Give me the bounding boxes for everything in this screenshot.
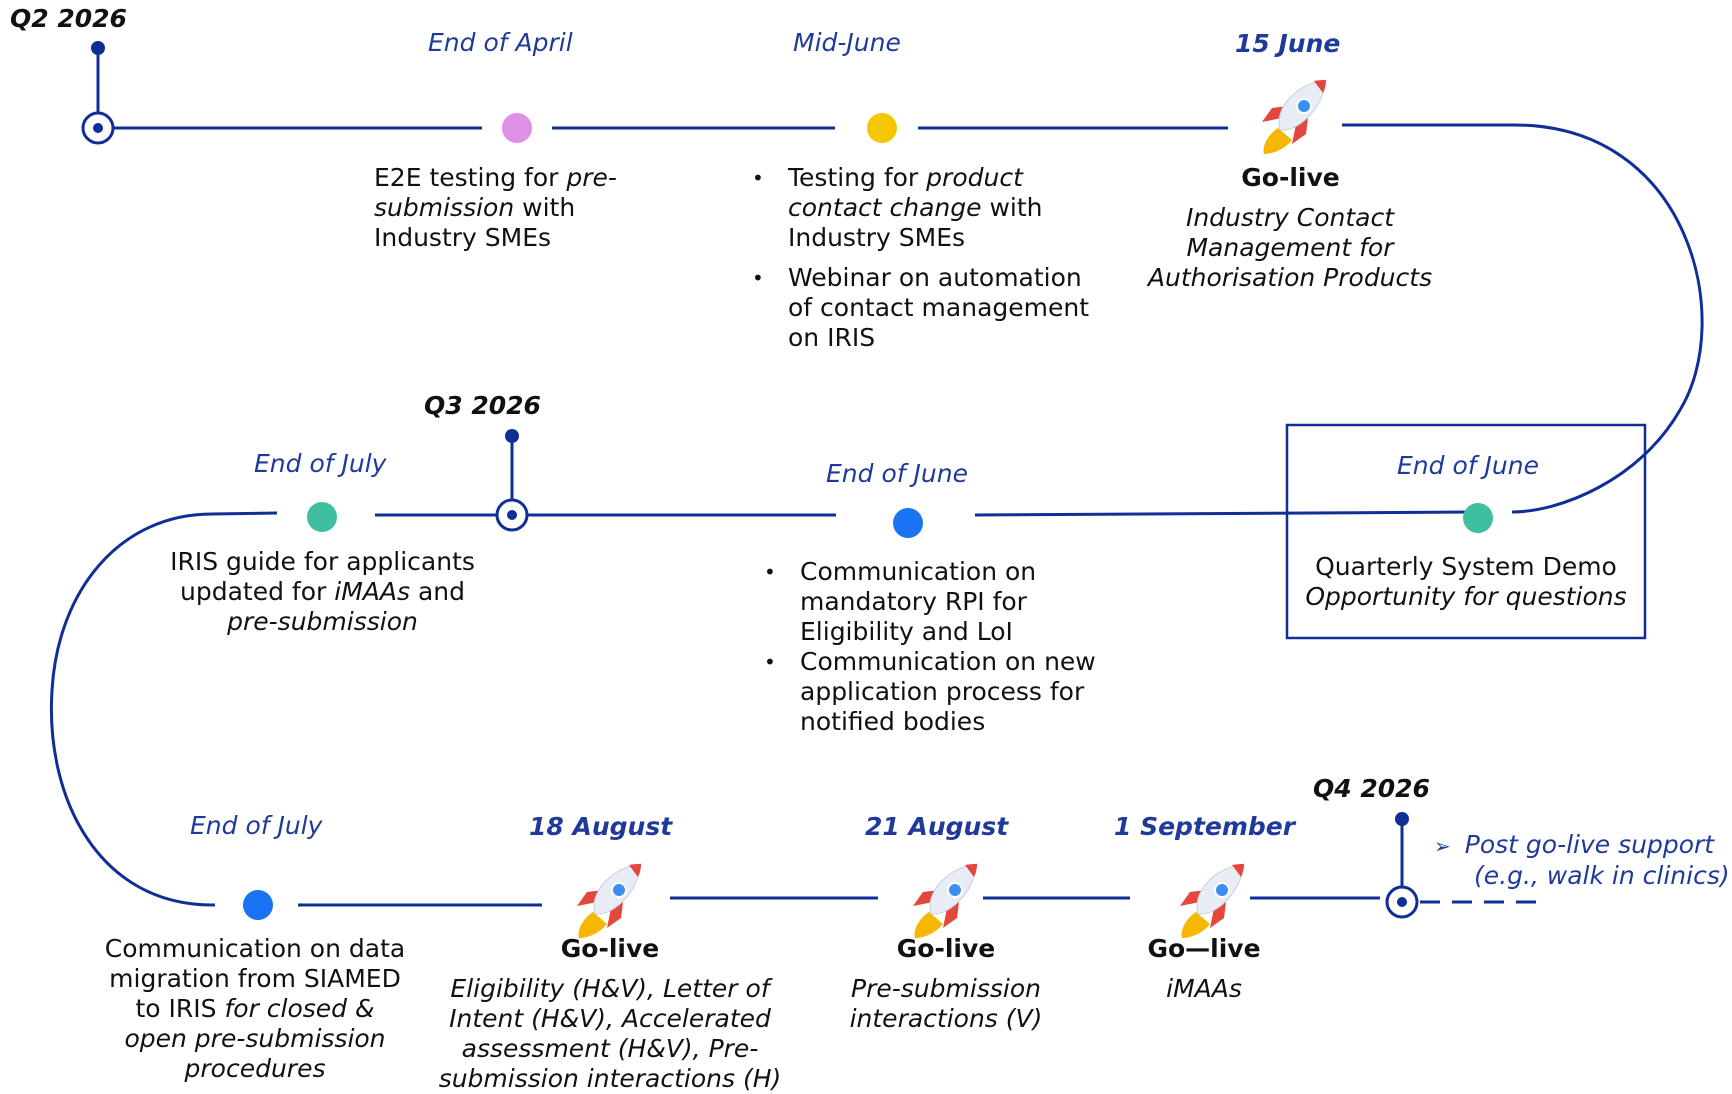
right-connector xyxy=(1511,123,1704,514)
milestone-date-end-of-june-comms: End of June xyxy=(826,459,968,488)
rocket-icon xyxy=(1261,79,1327,155)
milestone-desc-quarterly-demo: Quarterly System Demo Opportunity for qu… xyxy=(1305,552,1627,611)
milestone-date-1-september: 1 September xyxy=(1114,812,1296,841)
post-golive-support: ➢Post go-live support (e.g., walk in cli… xyxy=(1434,830,1730,890)
milestone-date-end-of-april: End of April xyxy=(428,28,573,57)
rocket-icon xyxy=(912,863,978,939)
milestone-date-end-of-july-guide: End of July xyxy=(254,449,387,478)
milestone-dot-end-of-june-demo xyxy=(1463,503,1493,533)
bullet-item: Communication on mandatory RPI for Eligi… xyxy=(764,557,1096,647)
milestone-date-21-august: 21 August xyxy=(865,812,1009,841)
quarterly-demo-box xyxy=(1285,423,1647,640)
milestone-date-end-of-july-migration: End of July xyxy=(190,811,323,840)
milestone-desc-iris-guide: IRIS guide for applicants updated for iM… xyxy=(170,547,475,636)
milestone-dot-end-of-july-migration xyxy=(243,890,273,920)
milestone-desc-eligibility: Eligibility (H&V), Letter of Intent (H&V… xyxy=(438,974,782,1093)
milestone-date-end-of-june-demo: End of June xyxy=(1397,451,1539,480)
milestone-dot-end-of-june-comms xyxy=(893,508,923,538)
q4-marker xyxy=(1385,812,1419,919)
rocket-icon xyxy=(1179,863,1245,939)
milestone-date-18-august: 18 August xyxy=(529,812,673,841)
milestone-desc-contact-management: Industry Contact Management for Authoris… xyxy=(1147,203,1433,292)
row2-line xyxy=(211,511,278,516)
milestone-desc-e2e-testing: E2E testing for pre- submission with Ind… xyxy=(374,163,617,252)
golive-title: Go-live xyxy=(1241,163,1340,192)
milestone-date-15-june: 15 June xyxy=(1235,29,1341,58)
arrowhead-icon: ➢ xyxy=(1434,834,1451,858)
quarter-label-q4: Q4 2026 xyxy=(1313,774,1430,803)
row2-line xyxy=(974,510,1473,517)
quarter-label-q2: Q2 2026 xyxy=(10,4,127,33)
milestone-desc-testing-webinar: Testing for product contact change with … xyxy=(752,163,1089,353)
golive-title: Go—live xyxy=(1147,934,1261,963)
milestone-dot-mid-june xyxy=(867,113,897,143)
milestone-desc-imaas: iMAAs xyxy=(1166,974,1242,1003)
q3-marker xyxy=(495,429,529,532)
milestone-dot-end-of-april xyxy=(502,113,532,143)
milestone-desc-pre-submission: Pre-submission interactions (V) xyxy=(849,974,1043,1033)
bullet-item: Webinar on automation of contact managem… xyxy=(752,263,1089,353)
golive-title: Go-live xyxy=(896,934,996,963)
milestone-dot-end-of-july-guide xyxy=(307,502,337,532)
milestone-date-mid-june: Mid-June xyxy=(793,28,901,57)
golive-title: Go-live xyxy=(560,934,660,963)
milestone-desc-data-migration: Communication on data migration from SIA… xyxy=(104,934,406,1083)
left-connector xyxy=(49,512,213,907)
rocket-icon xyxy=(576,863,642,939)
milestone-desc-communications: Communication on mandatory RPI for Eligi… xyxy=(764,557,1096,737)
bullet-item: Communication on new application process… xyxy=(764,647,1096,737)
q2-marker xyxy=(81,41,115,145)
quarter-label-q3: Q3 2026 xyxy=(424,391,541,420)
bullet-item: Testing for product contact change with … xyxy=(752,163,1089,253)
